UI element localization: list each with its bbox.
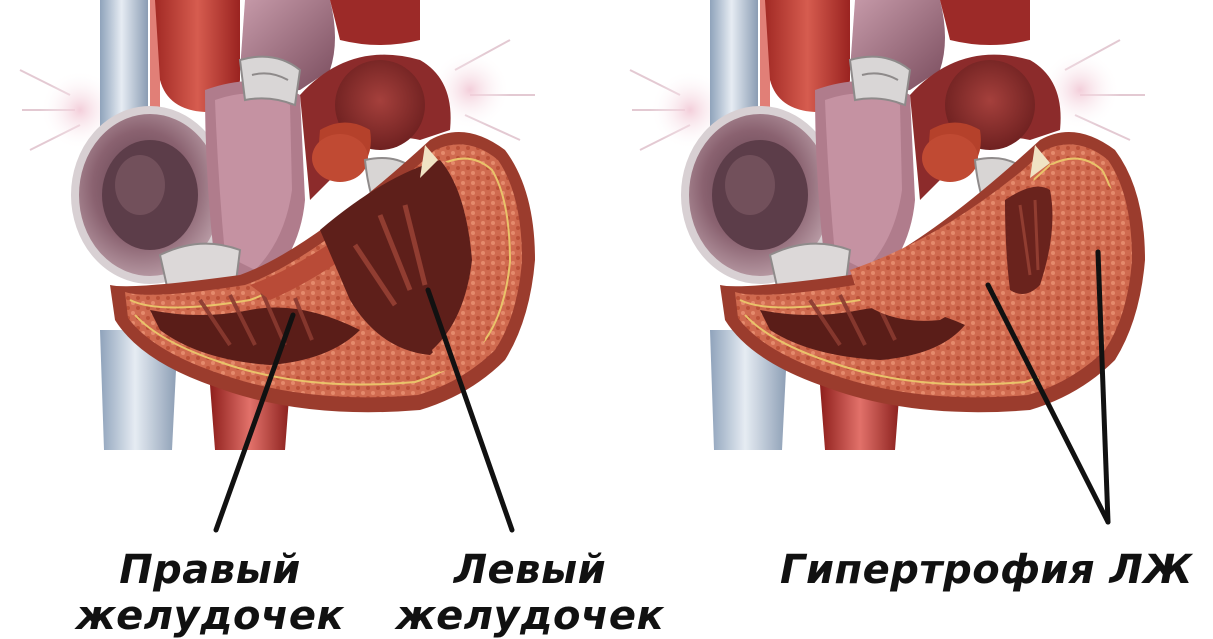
left-ventricle-label: Левый желудочек xyxy=(395,547,665,639)
right-ventricle-label: Правый желудочек xyxy=(60,547,360,639)
right-ventricle-label-line1: Правый xyxy=(60,547,360,593)
left-ventricle-label-line2: желудочек xyxy=(395,593,665,639)
lv-hypertrophy-label-text: Гипертрофия ЛЖ xyxy=(780,547,1200,593)
left-ventricle-label-line1: Левый xyxy=(395,547,665,593)
hypertrophied-heart-illustration xyxy=(630,0,1145,450)
right-ventricle-label-line2: желудочек xyxy=(60,593,360,639)
lv-hypertrophy-label: Гипертрофия ЛЖ xyxy=(780,547,1200,593)
